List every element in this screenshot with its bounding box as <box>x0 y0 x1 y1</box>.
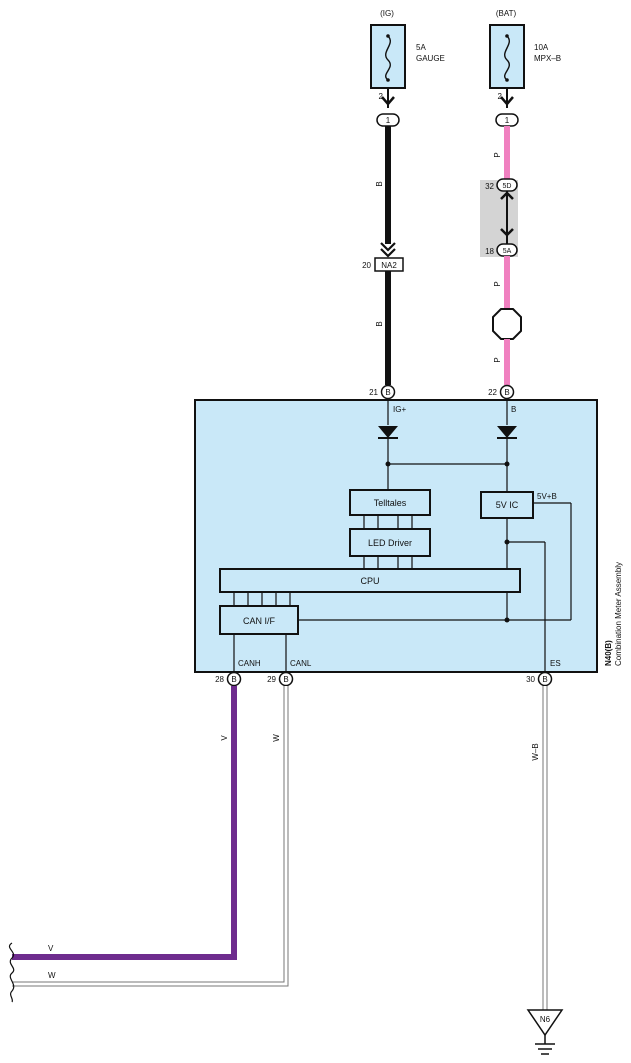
wire-bat-upper-color: P <box>493 152 502 157</box>
wire-canh-end-color: V <box>48 944 54 953</box>
svg-text:20: 20 <box>362 261 371 270</box>
svg-text:NA2: NA2 <box>381 261 397 270</box>
plug-junction-top-icon <box>500 191 514 200</box>
svg-text:1: 1 <box>386 116 391 125</box>
svg-text:5V IC: 5V IC <box>496 500 519 510</box>
block-5v-ic: 5V IC <box>480 491 534 519</box>
diode-ig-icon <box>378 426 398 438</box>
svg-text:CPU: CPU <box>360 576 379 586</box>
svg-text:22: 22 <box>488 388 497 397</box>
svg-text:5D: 5D <box>503 183 512 190</box>
wire-bat-lower-color: P <box>493 357 502 362</box>
plug-na2-icon <box>380 242 396 258</box>
connector-na2: NA2 20 <box>362 257 404 272</box>
internal-wiring <box>233 399 572 672</box>
svg-text:32: 32 <box>485 182 494 191</box>
fuse-mpx-b-source: (BAT) <box>496 9 517 18</box>
svg-text:18: 18 <box>485 247 494 256</box>
svg-text:29: 29 <box>267 675 276 684</box>
terminal-label-canh: CANH <box>238 659 261 668</box>
fuse-mpx-b-end-top <box>505 34 509 38</box>
wire-canh-color: V <box>220 735 229 741</box>
fuse-gauge: (IG) 5A GAUGE 2 <box>370 9 445 101</box>
plug-junction-bottom-icon <box>500 228 514 237</box>
wire-bat-mid-color: P <box>493 281 502 286</box>
svg-text:LED Driver: LED Driver <box>368 538 412 548</box>
junction-dot-canif <box>504 617 510 623</box>
fuse-mpx-b-pin: 2 <box>498 92 503 101</box>
fuse-gauge-name: GAUGE <box>416 54 445 63</box>
junction-dot-es <box>504 539 510 545</box>
block-telltales: Telltales <box>349 489 431 516</box>
splice-octagon <box>492 308 522 340</box>
svg-text:B: B <box>283 675 288 684</box>
connector-bat-top: 1 <box>495 113 519 127</box>
terminal-b30: B 30 <box>526 671 553 687</box>
svg-text:28: 28 <box>215 675 224 684</box>
connector-ig-top: 1 <box>376 113 400 127</box>
wire-ig-upper-color: B <box>375 181 384 186</box>
component-code: N40(B) <box>604 640 613 666</box>
terminal-b28: B 28 <box>215 671 242 687</box>
connector-5a: 5A 18 <box>485 243 518 257</box>
fuse-mpx-b-element <box>504 35 510 81</box>
svg-text:Telltales: Telltales <box>374 498 407 508</box>
svg-text:B: B <box>385 388 390 397</box>
wire-es-color: W–B <box>531 743 540 760</box>
svg-text:N6: N6 <box>540 1015 551 1024</box>
svg-text:B: B <box>504 388 509 397</box>
wire-canl-color: W <box>272 734 281 742</box>
terminal-b22: B 22 <box>488 384 515 400</box>
svg-text:CAN I/F: CAN I/F <box>243 616 276 626</box>
label-5v-plus-b: 5V+B <box>537 492 557 501</box>
terminal-label-canl: CANL <box>290 659 312 668</box>
fuse-gauge-rating: 5A <box>416 43 426 52</box>
plug-bat-top-icon <box>500 96 514 106</box>
terminal-b29: B 29 <box>267 671 294 687</box>
diode-b-icon <box>497 426 517 438</box>
junction-dot-ig <box>385 461 391 467</box>
svg-text:30: 30 <box>526 675 535 684</box>
fuse-gauge-end-bottom <box>386 78 390 82</box>
fuse-mpx-b-name: MPX–B <box>534 54 561 63</box>
svg-text:B: B <box>231 675 236 684</box>
fuse-gauge-source: (IG) <box>380 9 394 18</box>
svg-text:5A: 5A <box>503 248 512 255</box>
wire-canl <box>12 686 289 987</box>
wire-canl-core <box>12 686 288 986</box>
block-can-if: CAN I/F <box>219 605 299 635</box>
wire-break-icon <box>8 942 15 1003</box>
svg-text:21: 21 <box>369 388 378 397</box>
junction-dot-b <box>504 461 510 467</box>
wire-canh <box>12 686 237 960</box>
fuse-gauge-pin: 2 <box>379 92 384 101</box>
block-cpu: CPU <box>219 568 521 593</box>
fuse-gauge-element <box>385 35 391 81</box>
block-led-driver: LED Driver <box>349 528 431 557</box>
fuse-mpx-b-end-bottom <box>505 78 509 82</box>
ground-n6: N6 <box>526 1009 564 1055</box>
terminal-label-ig: IG+ <box>393 405 406 414</box>
svg-text:B: B <box>542 675 547 684</box>
fuse-mpx-b: (BAT) 10A MPX–B 2 <box>489 9 561 101</box>
svg-text:1: 1 <box>505 116 510 125</box>
terminal-b21: B 21 <box>369 384 396 400</box>
fuse-mpx-b-rating: 10A <box>534 43 549 52</box>
wire-ig-lower-color: B <box>375 321 384 326</box>
plug-ig-top-icon <box>381 96 395 106</box>
terminal-label-b: B <box>511 405 516 414</box>
component-name: Combination Meter Assembly <box>614 562 623 666</box>
fuse-gauge-end-top <box>386 34 390 38</box>
terminal-label-es: ES <box>550 659 561 668</box>
wire-canl-end-color: W <box>48 971 56 980</box>
